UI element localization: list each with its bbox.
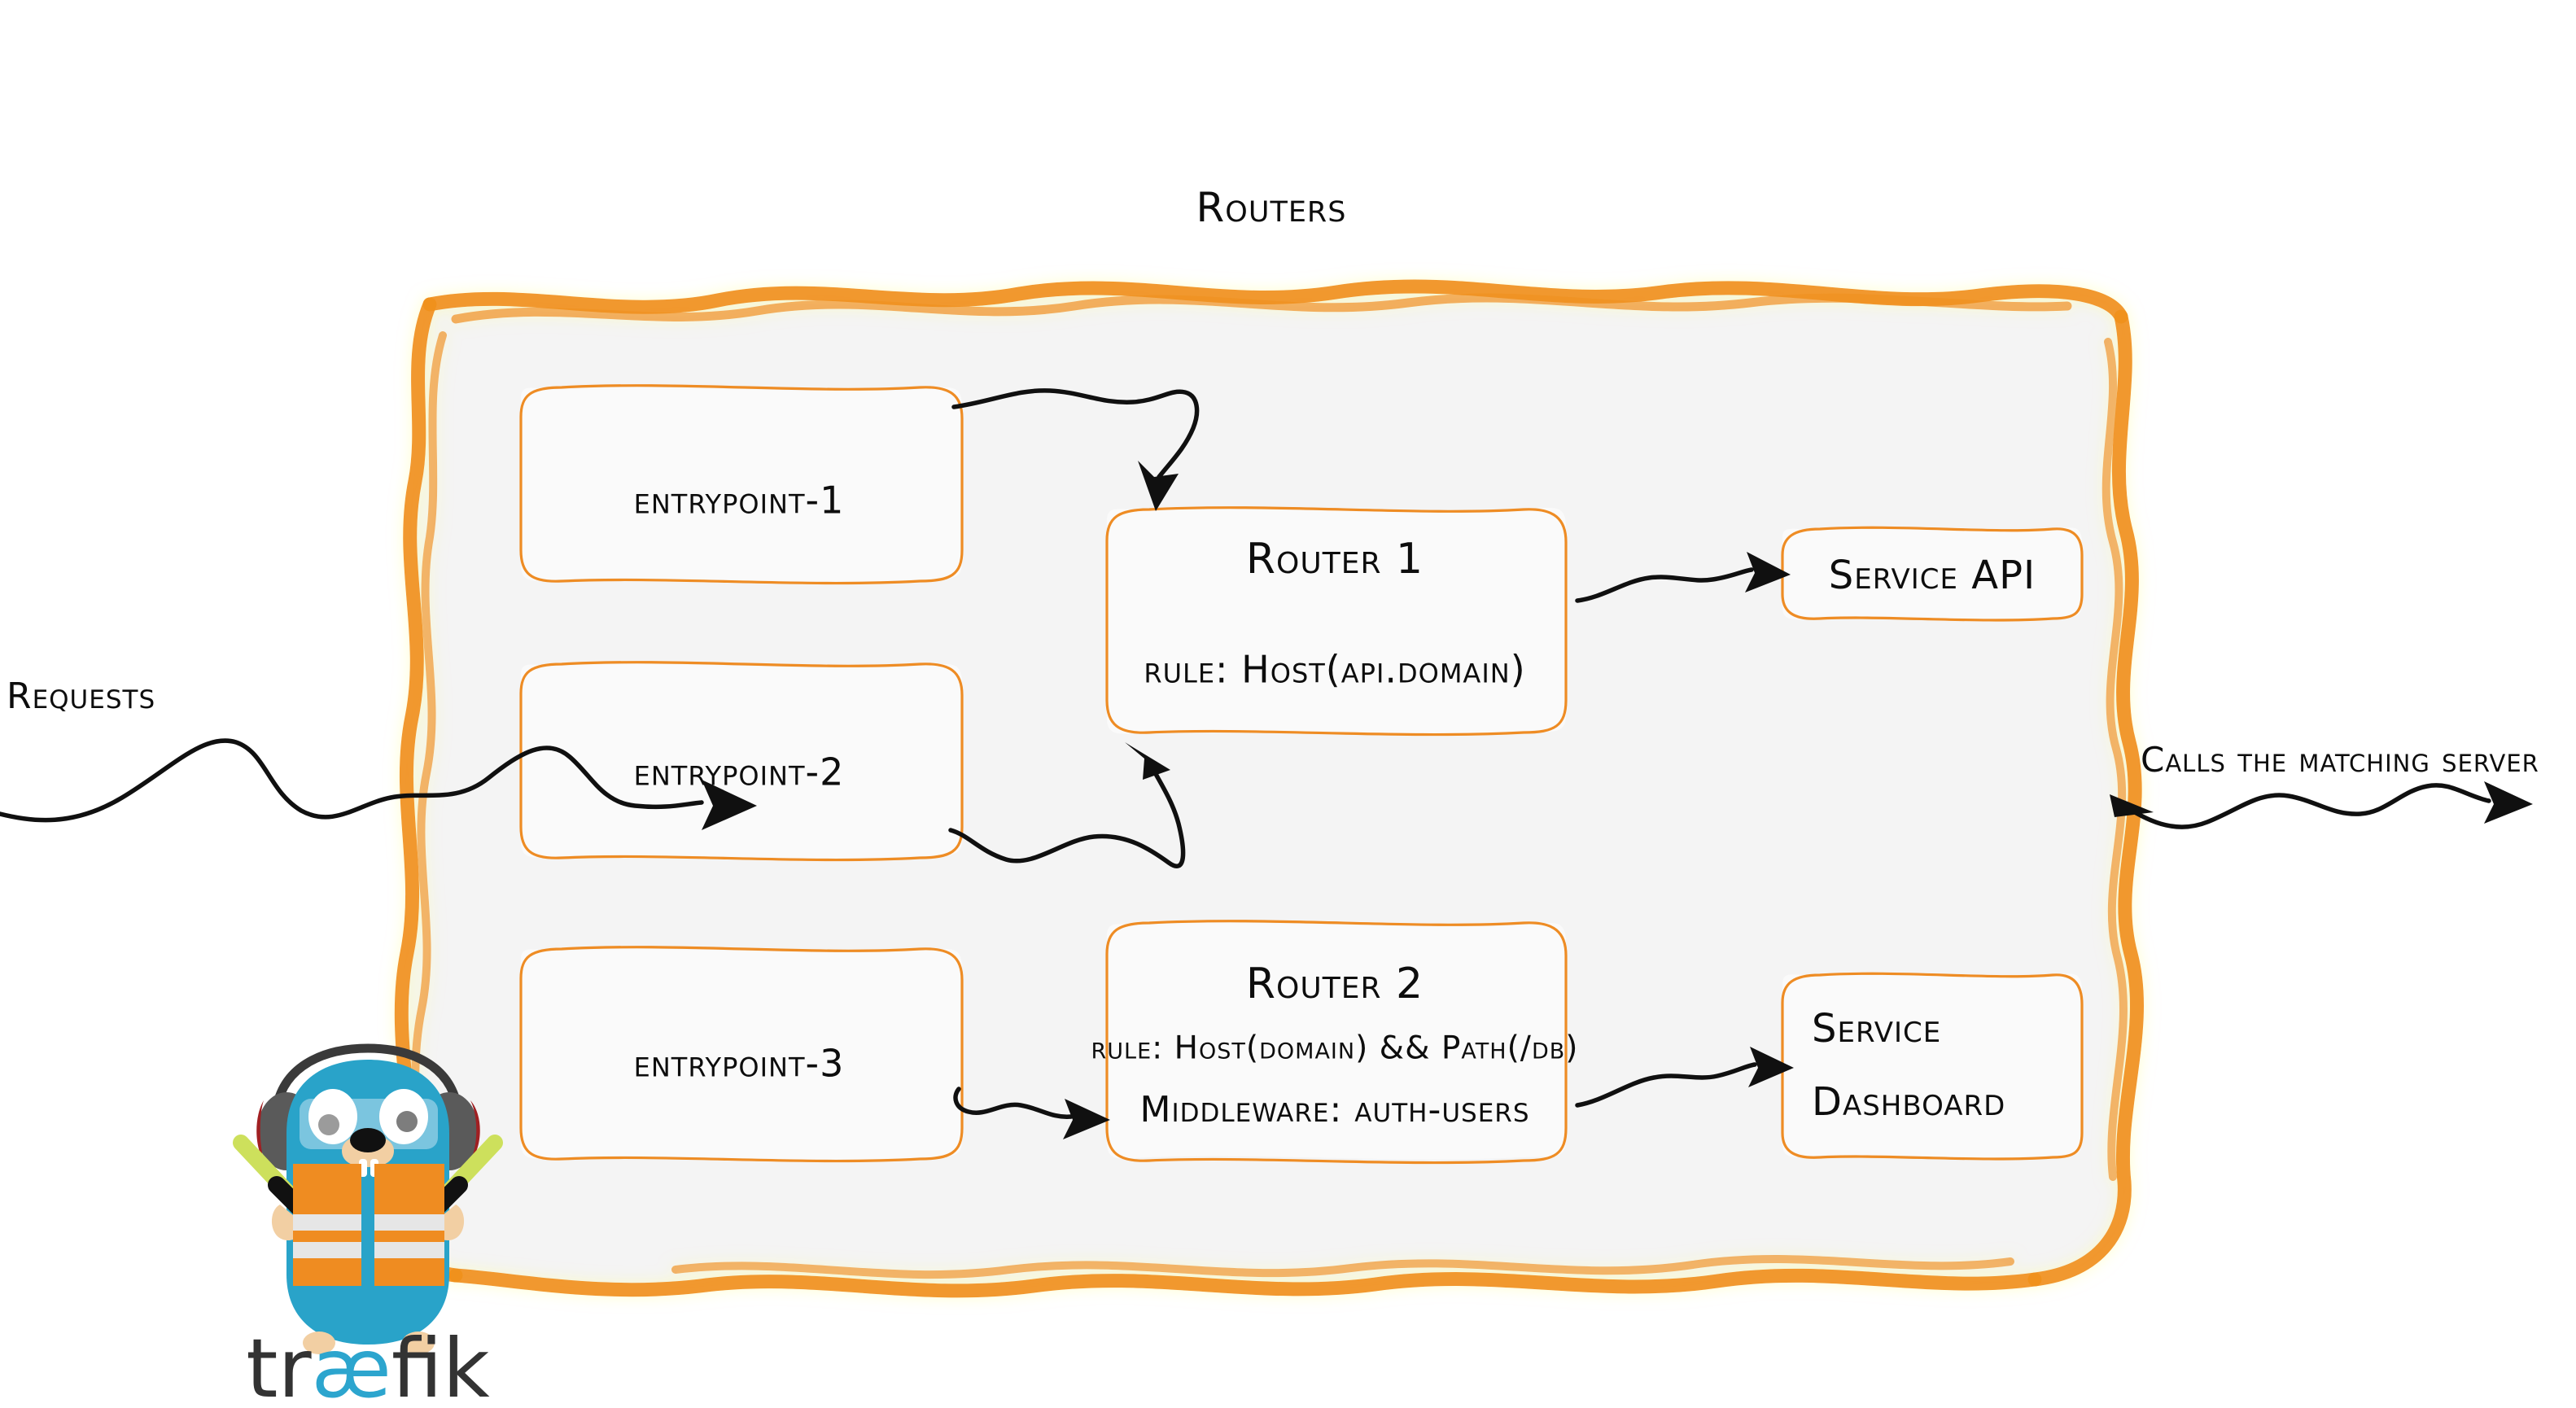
entrypoint-1-label: entrypoint-1 <box>634 479 845 523</box>
router-1-rule: rule: Host(api.domain) <box>1144 648 1525 692</box>
gopher-foot-left <box>303 1331 335 1354</box>
router-2-middleware: Middleware: auth-users <box>1140 1089 1530 1130</box>
calls-server-label: Calls the matching server <box>2141 740 2539 780</box>
service-dashboard-border <box>1781 972 2084 1161</box>
service-dashboard-line-1: Service <box>1812 1006 1941 1052</box>
gopher-foot-right <box>402 1331 435 1354</box>
routers-panel-border <box>394 279 2145 1298</box>
traefik-wordmark: træfik <box>246 1321 490 1408</box>
service-dashboard-box[interactable]: Service Dashboard <box>1781 972 2084 1161</box>
gopher-safety-vest <box>293 1164 444 1286</box>
entrypoint-2-box[interactable]: entrypoint-2 <box>519 661 964 862</box>
router-1-box[interactable]: Router 1 rule: Host(api.domain) <box>1105 506 1568 737</box>
router-1-fill <box>1107 507 1566 735</box>
gopher-headband <box>272 1043 462 1108</box>
entrypoint-3-border <box>519 946 964 1163</box>
entrypoint-3-box[interactable]: entrypoint-3 <box>519 946 964 1163</box>
router-2-rule: rule: Host(domain) && Path(/db) <box>1091 1030 1579 1067</box>
router-2-fill <box>1107 922 1566 1160</box>
entrypoint-2-fill <box>521 663 962 859</box>
router-1-border <box>1105 506 1568 737</box>
requests-label: Requests <box>7 676 155 717</box>
service-api-box[interactable]: Service API <box>1781 526 2084 622</box>
service-api-fill <box>1782 527 2082 620</box>
entrypoint-2-label: entrypoint-2 <box>634 750 845 794</box>
traefik-logo: træfik <box>233 1043 503 1408</box>
arrow-router1-serviceapi <box>1575 552 1791 603</box>
wordmark-ligature: æ <box>312 1321 391 1408</box>
gopher-nose <box>350 1128 386 1152</box>
gopher-pupil-right <box>396 1111 418 1132</box>
wordmark-suffix: fik <box>391 1321 490 1408</box>
service-api-label: Service API <box>1829 553 2036 598</box>
entrypoint-3-fill <box>521 948 962 1160</box>
wordmark-prefix: tr <box>246 1321 312 1408</box>
router-2-box[interactable]: Router 2 rule: Host(domain) && Path(/db)… <box>1091 920 1579 1165</box>
router-1-name: Router 1 <box>1246 535 1424 584</box>
gopher-pupil-left <box>318 1114 339 1135</box>
arrow-entrypoint3-router2 <box>953 1087 1110 1139</box>
arrow-entrypoint2-router1 <box>948 742 1186 868</box>
service-dashboard-line-2: Dashboard <box>1812 1079 2005 1125</box>
arrow-entrypoint1-router1 <box>951 388 1200 511</box>
service-dashboard-fill <box>1782 973 2082 1157</box>
entrypoint-2-border <box>519 661 964 862</box>
entrypoint-1-fill <box>521 387 962 582</box>
router-2-name: Router 2 <box>1246 960 1424 1008</box>
calls-server-arrow <box>2110 781 2533 829</box>
entrypoint-1-border <box>519 384 964 585</box>
entrypoint-3-label: entrypoint-3 <box>634 1042 845 1086</box>
entrypoint-1-box[interactable]: entrypoint-1 <box>519 384 964 585</box>
arrow-router2-servicedashboard <box>1575 1047 1794 1108</box>
requests-arrow <box>0 738 757 830</box>
service-api-border <box>1781 526 2084 622</box>
router-2-border <box>1105 920 1568 1165</box>
page-title: Routers <box>1196 184 1347 231</box>
